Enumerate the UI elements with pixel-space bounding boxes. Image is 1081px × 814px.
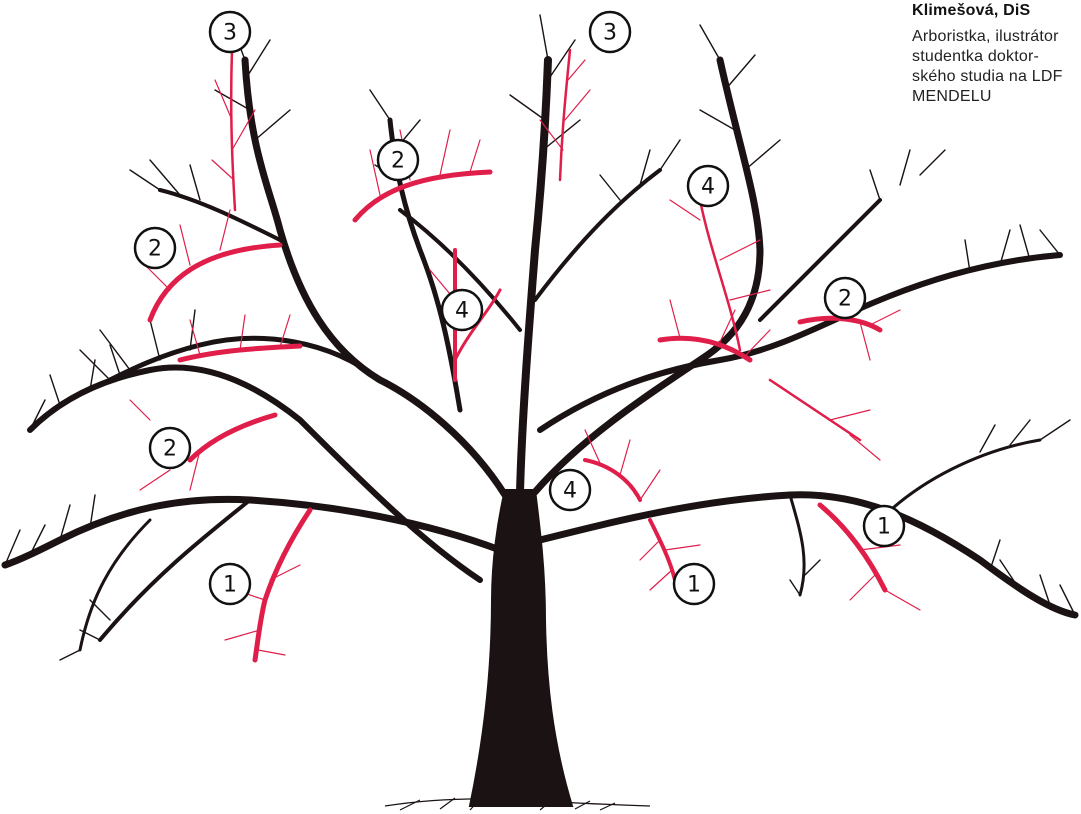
- marker-2-right: 2: [825, 278, 865, 318]
- marker-1-right: 1: [864, 506, 904, 546]
- author-name: Klimešová, DiS: [912, 1, 1081, 21]
- svg-text:4: 4: [455, 299, 469, 324]
- black-branches: [5, 15, 1075, 806]
- author-bio-line: Arboristka, ilustrátor: [912, 27, 1081, 47]
- svg-text:4: 4: [563, 479, 577, 504]
- svg-text:2: 2: [838, 287, 852, 312]
- svg-text:2: 2: [391, 149, 405, 174]
- svg-text:1: 1: [223, 573, 237, 598]
- author-bio-line: studentka doktor-: [912, 47, 1081, 67]
- author-bio-line: ského studia na LDF: [912, 67, 1081, 87]
- marker-1-mid: 1: [674, 564, 714, 604]
- marker-3-left: 3: [210, 12, 250, 52]
- svg-text:1: 1: [877, 515, 891, 540]
- marker-4-center: 4: [442, 290, 482, 330]
- author-caption: Klimešová, DiS Arboristka, ilustrátor st…: [912, 0, 1081, 107]
- svg-text:4: 4: [701, 175, 715, 200]
- svg-text:1: 1: [687, 573, 701, 598]
- marker-3-right: 3: [590, 12, 630, 52]
- svg-text:3: 3: [603, 21, 617, 46]
- marker-1-left: 1: [210, 564, 250, 604]
- marker-2-left: 2: [135, 228, 175, 268]
- marker-4-upper-right: 4: [688, 166, 728, 206]
- author-bio-line: MENDELU: [912, 87, 1081, 107]
- svg-text:3: 3: [223, 21, 237, 46]
- marker-2-top: 2: [378, 140, 418, 180]
- svg-text:2: 2: [148, 237, 162, 262]
- marker-2-lower-left: 2: [150, 428, 190, 468]
- svg-text:2: 2: [163, 437, 177, 462]
- marker-4-lower: 4: [550, 470, 590, 510]
